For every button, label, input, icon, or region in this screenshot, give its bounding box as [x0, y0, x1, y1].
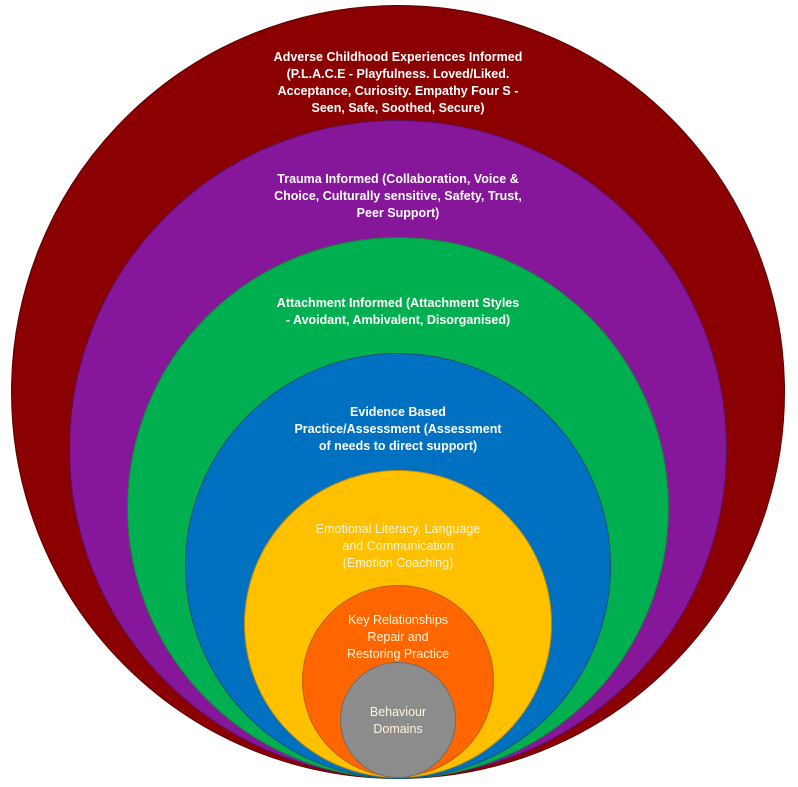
label-adverse-childhood-experiences: Adverse Childhood Experiences Informed (… [273, 50, 523, 115]
label-trauma-informed: Trauma Informed (Collaboration, Voice & … [274, 172, 522, 220]
label-behaviour-domains: Behaviour Domains [369, 705, 427, 736]
label-key-relationships: Key Relationships Repair and Restoring P… [346, 613, 450, 661]
label-evidence-based-practice: Evidence Based Practice/Assessment (Asse… [294, 405, 502, 453]
ring-behaviour-domains [340, 662, 456, 778]
label-emotional-literacy: Emotional Literacy, Language and Communi… [315, 522, 481, 570]
label-attachment-informed: Attachment Informed (Attachment Styles -… [276, 296, 520, 327]
